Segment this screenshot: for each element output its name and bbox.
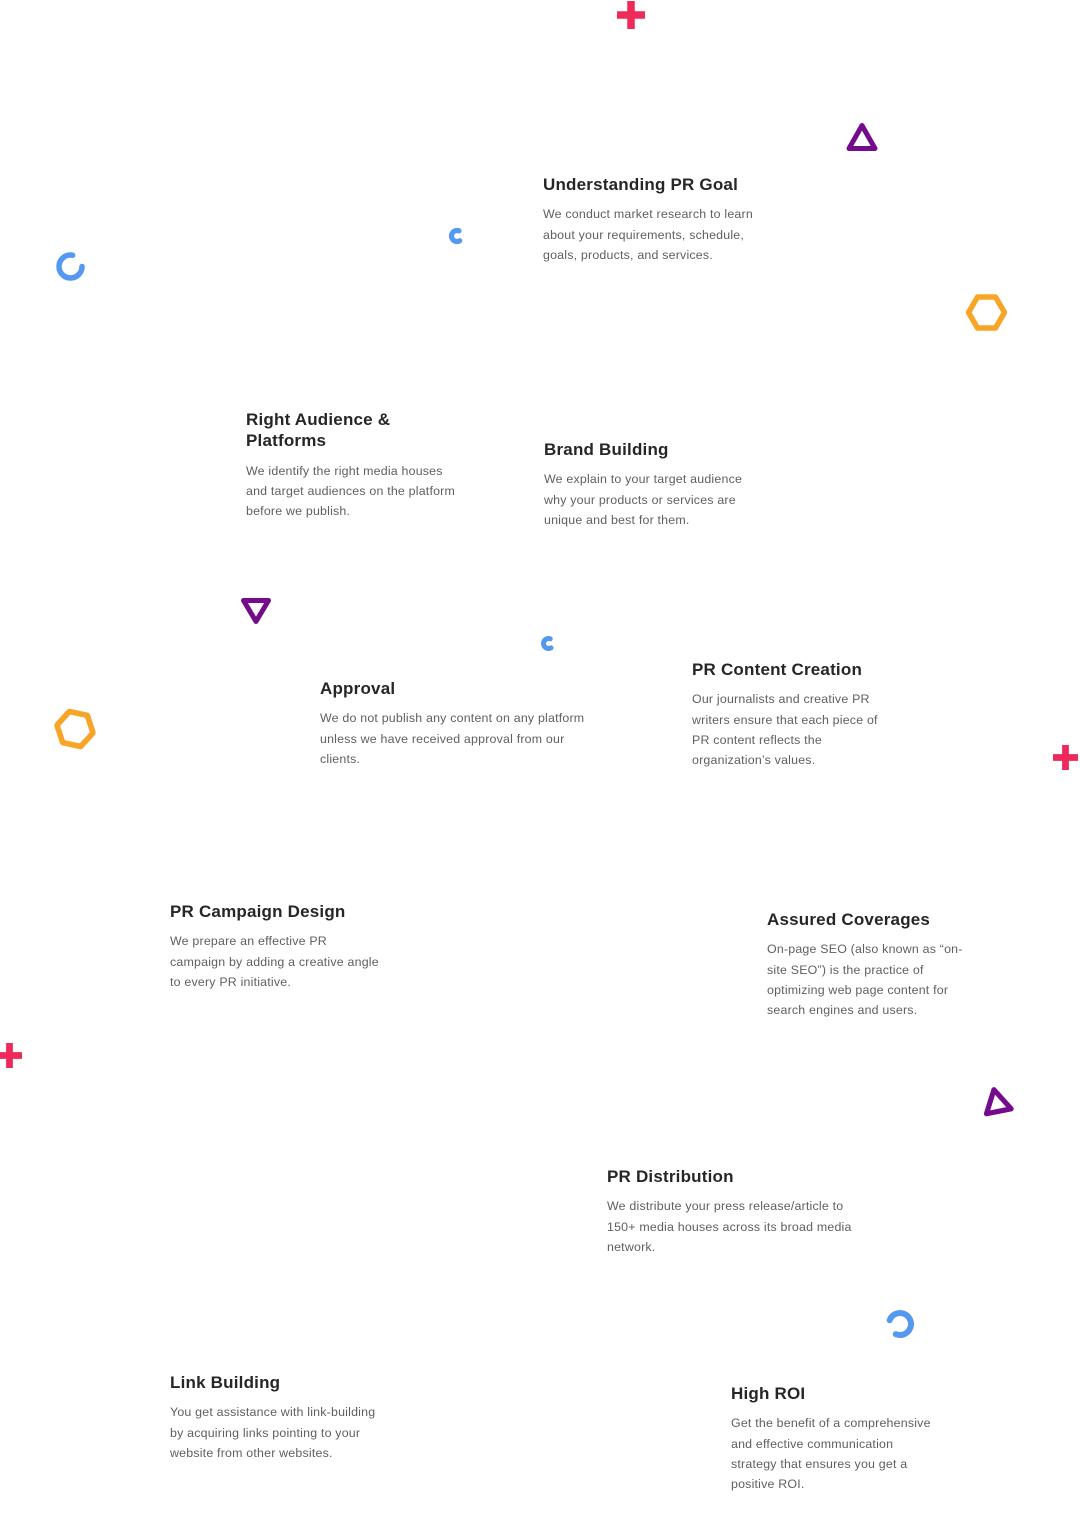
step-title: Right Audience & Platforms	[246, 410, 391, 451]
hexagon-icon	[50, 704, 100, 754]
step-title: PR Distribution	[607, 1167, 734, 1186]
hexagon-icon	[965, 292, 1008, 333]
arc-icon	[448, 227, 466, 245]
step-description: You get assistance with link-building by…	[170, 1405, 376, 1460]
arc-icon	[885, 1309, 915, 1339]
step-title: PR Content Creation	[692, 660, 863, 679]
step-assured-coverages: Assured Coverages On-page SEO (also know…	[767, 909, 975, 1021]
step-title: Brand Building	[544, 440, 669, 459]
step-pr-distribution: PR Distribution We distribute your press…	[607, 1166, 855, 1257]
step-description: Our journalists and creative PR writers …	[692, 692, 878, 768]
step-brand-building: Brand Building We explain to your target…	[544, 439, 762, 530]
plus-icon	[616, 0, 646, 30]
step-description: We identify the right media houses and t…	[246, 463, 456, 519]
step-description: We conduct market research to learn abou…	[543, 207, 753, 262]
arc-icon	[55, 251, 86, 282]
step-description: Get the benefit of a comprehensive and e…	[731, 1416, 931, 1492]
arc-icon	[540, 635, 557, 652]
step-description: We do not publish any content on any pla…	[320, 711, 585, 766]
triangle-rotated-icon	[970, 1082, 1019, 1131]
step-title: PR Campaign Design	[170, 902, 346, 921]
step-title: Approval	[320, 679, 396, 698]
step-title: High ROI	[731, 1384, 806, 1403]
step-title: Understanding PR Goal	[543, 175, 738, 194]
step-description: On-page SEO (also known as “on-site SEO”…	[767, 942, 963, 1018]
plus-icon	[1052, 744, 1079, 771]
step-title: Link Building	[170, 1373, 281, 1392]
step-high-roi: High ROI Get the benefit of a comprehens…	[731, 1383, 941, 1495]
step-approval: Approval We do not publish any content o…	[320, 678, 605, 769]
step-right-audience-platforms: Right Audience & Platforms We identify t…	[246, 409, 461, 522]
step-link-building: Link Building You get assistance with li…	[170, 1372, 382, 1463]
step-description: We prepare an effective PR campaign by a…	[170, 934, 379, 989]
step-pr-content-creation: PR Content Creation Our journalists and …	[692, 659, 897, 771]
triangle-down-icon	[239, 594, 273, 628]
step-description: We distribute your press release/article…	[607, 1199, 852, 1254]
step-pr-campaign-design: PR Campaign Design We prepare an effecti…	[170, 901, 385, 992]
step-title: Assured Coverages	[767, 910, 931, 929]
triangle-up-icon	[844, 119, 880, 155]
step-understanding-pr-goal: Understanding PR Goal We conduct market …	[543, 174, 768, 265]
plus-icon	[0, 1042, 23, 1069]
step-description: We explain to your target audience why y…	[544, 472, 743, 527]
